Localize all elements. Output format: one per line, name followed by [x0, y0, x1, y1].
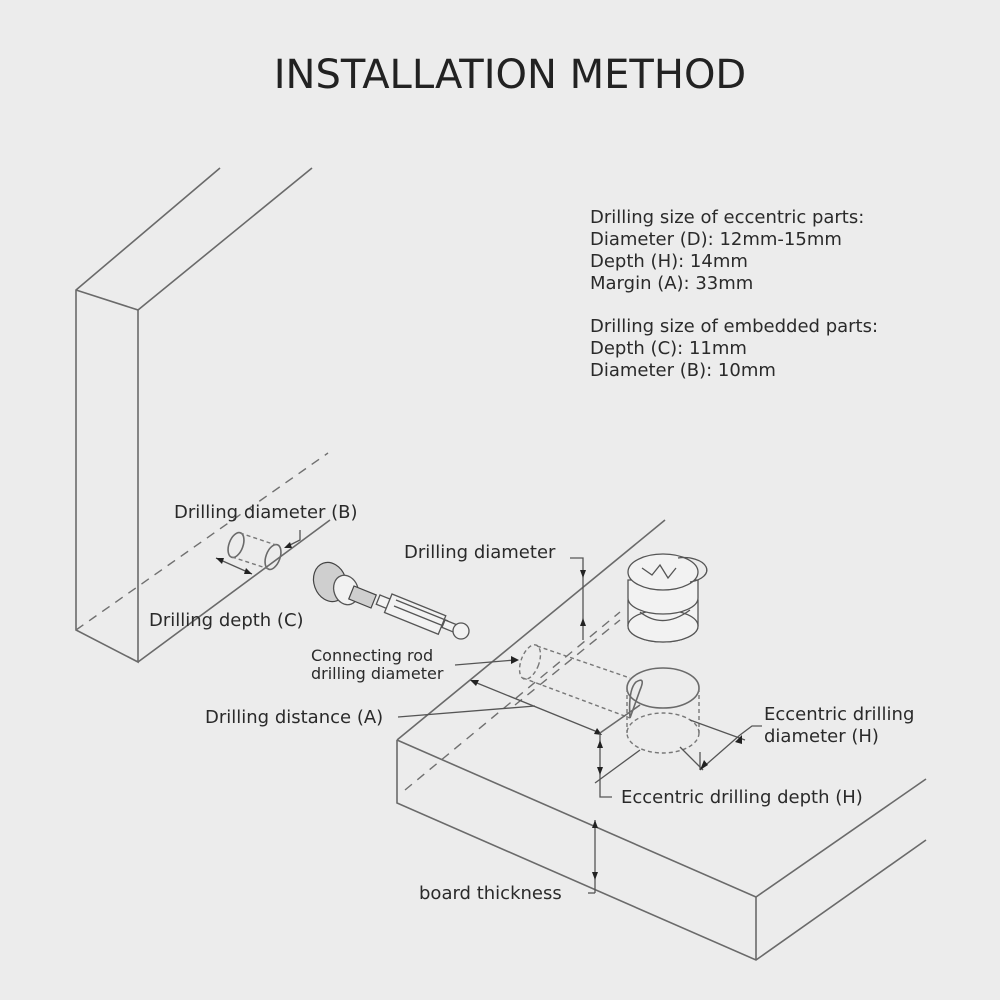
- label-connecting-rod-2: drilling diameter: [311, 664, 444, 683]
- drilling-diameter-dimension: [570, 557, 586, 640]
- eccentric-depth-dimension: [597, 733, 612, 798]
- board-thickness-dimension: [588, 820, 598, 894]
- label-eccentric-diameter-2: diameter (H): [764, 726, 879, 747]
- drilling-distance-dimension: [397, 680, 602, 735]
- embedded-drill-hole: [215, 530, 301, 575]
- label-eccentric-depth: Eccentric drilling depth (H): [621, 787, 863, 808]
- eccentric-cam-icon: [627, 553, 708, 643]
- label-drilling-diameter-b: Drilling diameter (B): [174, 502, 358, 523]
- label-connecting-rod-1: Connecting rod: [311, 646, 434, 665]
- embedded-spec-diameter: Diameter (B): 10mm: [590, 360, 776, 381]
- label-eccentric-diameter-1: Eccentric drilling: [764, 704, 915, 725]
- spec-block: Drilling size of eccentric parts: Diamet…: [590, 207, 878, 382]
- label-board-thickness: board thickness: [419, 883, 562, 904]
- embedded-spec-depth: Depth (C): 11mm: [590, 338, 747, 359]
- label-drilling-diameter: Drilling diameter: [404, 542, 556, 563]
- vertical-board: [75, 167, 331, 664]
- page-title: INSTALLATION METHOD: [273, 52, 747, 98]
- eccentric-drill-hole: [594, 667, 704, 784]
- embedded-spec-heading: Drilling size of embedded parts:: [590, 316, 879, 337]
- eccentric-spec-diameter: Diameter (D): 12mm-15mm: [590, 229, 842, 250]
- label-drilling-depth-c: Drilling depth (C): [149, 610, 304, 631]
- connecting-rod-icon: [312, 561, 470, 640]
- spec-gap: [590, 295, 878, 316]
- rod-drill-hole: [454, 644, 631, 719]
- eccentric-spec-heading: Drilling size of eccentric parts:: [590, 207, 865, 228]
- horizontal-board: [396, 519, 927, 961]
- label-drilling-distance-a: Drilling distance (A): [205, 707, 384, 728]
- eccentric-diameter-dimension: [689, 719, 762, 771]
- eccentric-spec-depth: Depth (H): 14mm: [590, 251, 748, 272]
- eccentric-spec-margin: Margin (A): 33mm: [590, 273, 754, 294]
